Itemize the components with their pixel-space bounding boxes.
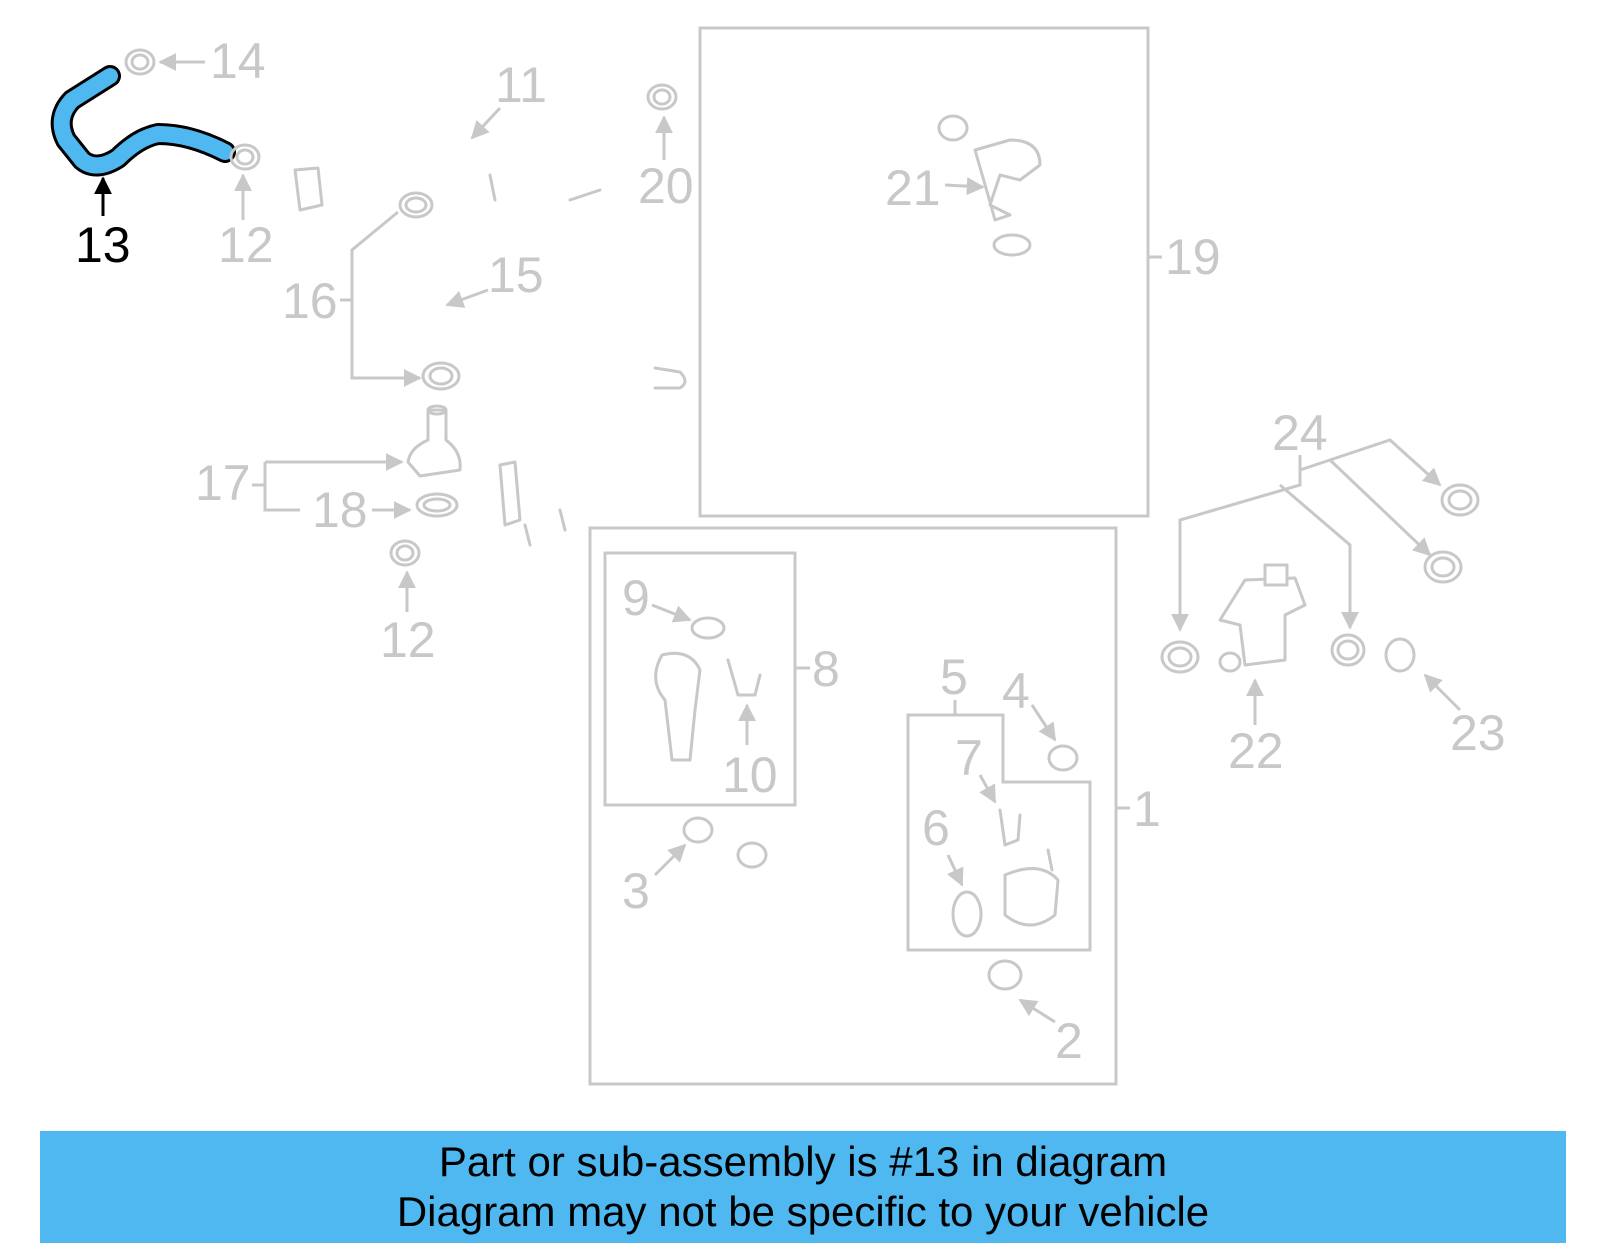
part-11-pipe — [270, 130, 687, 547]
callout-3-label: 3 — [622, 863, 650, 919]
part-3-clamps-and-hose — [682, 816, 887, 933]
callout-12a-label: 12 — [218, 217, 274, 273]
callout-6-leader — [946, 854, 964, 887]
callout-11-label: 11 — [495, 57, 547, 113]
callout-7-leader — [978, 774, 997, 804]
subassembly-8-parts — [654, 616, 762, 762]
callout-19-label: 19 — [1165, 229, 1221, 285]
part-16-clamp-upper — [398, 191, 434, 219]
callout-18-label: 18 — [312, 482, 368, 538]
callout-3-leader — [653, 843, 687, 877]
info-banner: Part or sub-assembly is #13 in diagram D… — [40, 1131, 1566, 1243]
assembly-1-box — [588, 526, 1118, 1086]
banner-line-1: Part or sub-assembly is #13 in diagram — [438, 1138, 1168, 1185]
callout-16-label: 16 — [282, 273, 338, 329]
callout-20-label: 20 — [638, 158, 694, 214]
part-15-hose — [400, 240, 448, 363]
callout-11-leader — [470, 106, 502, 140]
part-2-hose — [793, 943, 1023, 1054]
subassembly-8-box — [603, 551, 797, 807]
part-20-clamp — [646, 83, 678, 111]
callout-7-label: 7 — [955, 730, 983, 786]
part-17-outlet — [406, 404, 462, 478]
callout-4-leader — [1030, 704, 1057, 742]
callout-9-leader — [651, 603, 692, 623]
assembly-19-box — [698, 26, 1150, 518]
callout-4-label: 4 — [1002, 663, 1030, 719]
part-16-clamp-lower — [421, 361, 461, 391]
part-24-clamps — [1160, 483, 1480, 674]
part-23-hose — [1384, 585, 1493, 673]
part-4-pipe — [927, 542, 1083, 772]
callout-15-label: 15 — [488, 247, 544, 303]
callout-13-label: 13 — [75, 217, 131, 273]
callout-23-label: 23 — [1450, 705, 1506, 761]
part-18-oring — [415, 492, 459, 518]
callout-22-label: 22 — [1228, 723, 1284, 779]
callout-14-label: 14 — [210, 33, 266, 89]
callout-9-label: 9 — [622, 570, 650, 626]
callout-24-label: 24 — [1272, 405, 1328, 461]
callout-8-label: 8 — [812, 641, 840, 697]
callout-17-label: 17 — [195, 455, 251, 511]
callout-21-leader — [944, 177, 985, 196]
subassembly-5-box — [906, 713, 1092, 952]
part-12-clamp-upper — [229, 143, 261, 171]
callout-16-bracket — [350, 210, 422, 387]
part-22-valve — [1218, 563, 1307, 673]
callout-21-label: 21 — [885, 160, 941, 216]
callout-2-leader — [1018, 998, 1056, 1024]
callout-5-label: 5 — [940, 649, 968, 705]
part-13-hose[interactable] — [50, 65, 236, 177]
subassembly-5-parts — [951, 808, 1060, 938]
callout-1-label: 1 — [1133, 781, 1161, 837]
callout-12b-label: 12 — [380, 612, 436, 668]
callout-6-label: 6 — [922, 800, 950, 856]
callout-23-leader — [1423, 673, 1462, 712]
part-12-clamp-lower — [389, 539, 421, 567]
callout-10-label: 10 — [722, 747, 778, 803]
part-14-clamp — [124, 48, 156, 76]
banner-line-2: Diagram may not be specific to your vehi… — [396, 1188, 1210, 1235]
callout-15-leader — [445, 288, 489, 308]
callout-2-label: 2 — [1055, 1013, 1083, 1069]
assembly-19-parts — [713, 42, 1047, 499]
